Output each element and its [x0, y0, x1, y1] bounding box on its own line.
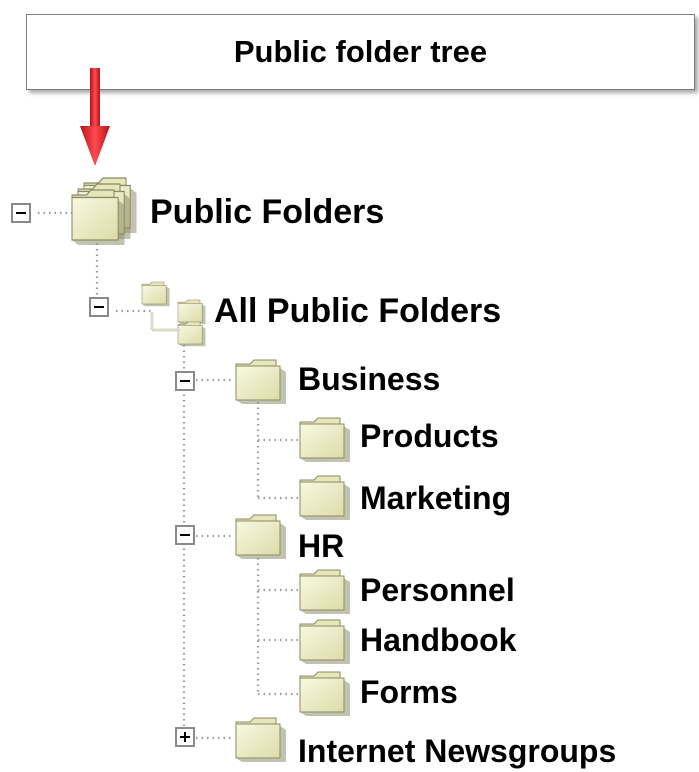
node-hr[interactable]: HR — [298, 528, 345, 564]
plus-expander-icon[interactable] — [175, 727, 195, 747]
diagram-title: Public folder tree — [26, 14, 695, 90]
folder-icon — [299, 475, 351, 521]
folder-icon — [235, 717, 287, 763]
node-internet-newsgroups[interactable]: Internet Newsgroups — [298, 733, 617, 769]
folder-icon — [235, 514, 287, 560]
node-public-folders[interactable]: Public Folders — [150, 193, 385, 231]
node-forms[interactable]: Forms — [360, 674, 458, 710]
minus-expander-icon[interactable] — [89, 297, 109, 317]
node-business[interactable]: Business — [298, 361, 441, 397]
down-arrow-icon — [80, 68, 110, 166]
node-marketing[interactable]: Marketing — [360, 480, 512, 516]
folder-icon — [235, 359, 287, 405]
minus-expander-icon[interactable] — [175, 371, 195, 391]
folder-stack-icon — [141, 281, 206, 347]
node-personnel[interactable]: Personnel — [360, 572, 515, 608]
folder-icon — [299, 569, 351, 615]
folder-icon — [299, 417, 351, 463]
minus-expander-icon[interactable] — [175, 525, 195, 545]
minus-expander-icon[interactable] — [11, 203, 31, 223]
node-all-public-folders[interactable]: All Public Folders — [214, 292, 502, 330]
node-handbook[interactable]: Handbook — [360, 622, 517, 658]
node-products[interactable]: Products — [360, 418, 499, 454]
folder-icon — [299, 619, 351, 665]
folder-icon — [299, 671, 351, 717]
folder-stack-icon — [71, 177, 138, 246]
